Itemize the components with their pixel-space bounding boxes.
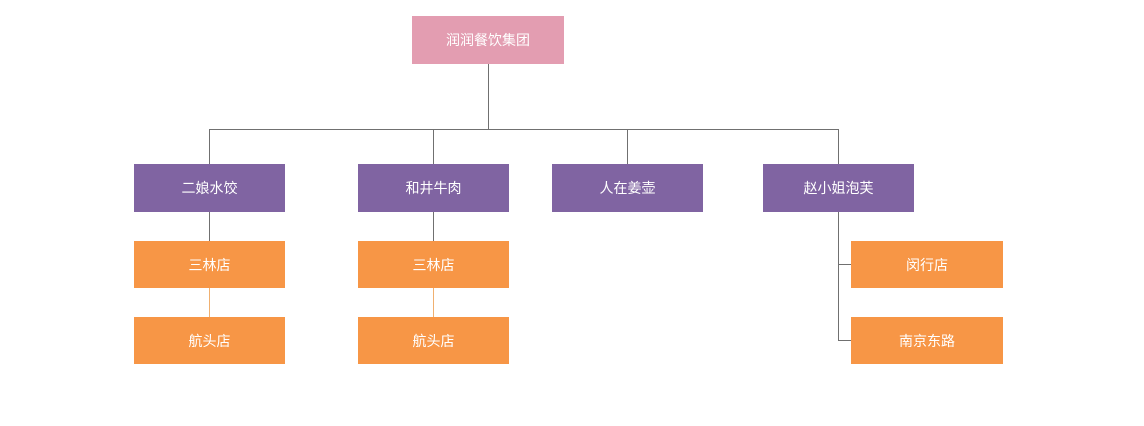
store-label: 三林店 [188, 257, 231, 274]
store-connector [433, 212, 434, 241]
brand-connector [433, 129, 434, 164]
store-branch-line [838, 264, 851, 265]
brand-node-erniang[interactable]: 二娘水饺 [134, 164, 285, 212]
store-connector [433, 288, 434, 317]
brand-connector [838, 129, 839, 164]
store-branch-line [838, 340, 851, 341]
store-label: 南京东路 [899, 333, 955, 350]
store-node[interactable]: 闵行店 [851, 241, 1003, 288]
store-node[interactable]: 航头店 [134, 317, 285, 364]
brand-connector [209, 129, 210, 164]
store-label: 航头店 [188, 333, 231, 350]
store-connector [209, 288, 210, 317]
brand-label: 和井牛肉 [405, 181, 462, 197]
store-node[interactable]: 南京东路 [851, 317, 1003, 364]
store-label: 闵行店 [906, 257, 948, 274]
store-node[interactable]: 航头店 [358, 317, 509, 364]
store-node[interactable]: 三林店 [134, 241, 285, 288]
brand-node-hejing[interactable]: 和井牛肉 [358, 164, 509, 212]
brand-node-zhaoxiaojie[interactable]: 赵小姐泡芙 [763, 164, 914, 212]
store-node[interactable]: 三林店 [358, 241, 509, 288]
brand-label: 人在姜壶 [599, 181, 656, 197]
root-label: 润润餐饮集团 [446, 33, 530, 49]
store-trunk-line [838, 212, 839, 341]
root-node[interactable]: 润润餐饮集团 [412, 16, 564, 64]
store-label: 三林店 [412, 257, 455, 274]
brand-label: 二娘水饺 [181, 181, 238, 197]
root-connector [488, 64, 489, 129]
brand-bus-line [209, 129, 839, 130]
store-connector [209, 212, 210, 241]
store-label: 航头店 [412, 333, 455, 350]
brand-connector [627, 129, 628, 164]
brand-node-renzai[interactable]: 人在姜壶 [552, 164, 703, 212]
brand-label: 赵小姐泡芙 [803, 181, 874, 197]
